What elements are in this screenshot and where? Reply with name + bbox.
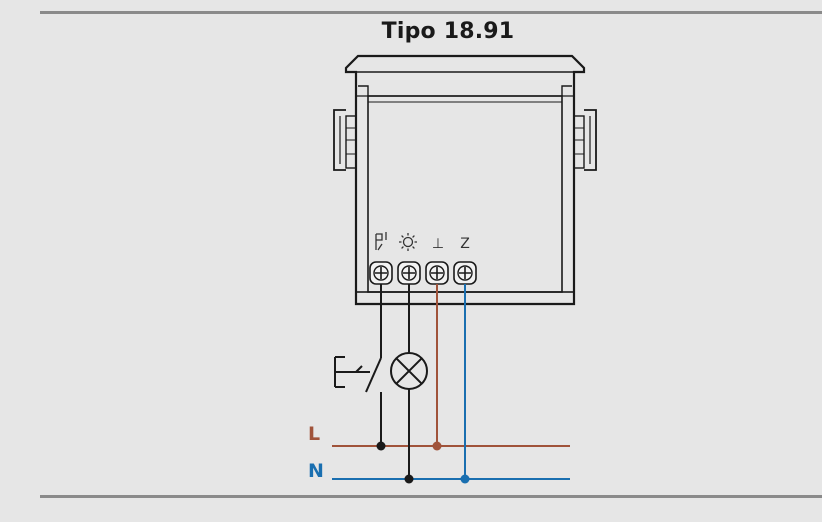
screw-terminal-3 [425, 261, 449, 285]
screw-terminal-2 [397, 261, 421, 285]
junction-dot-neutral [460, 474, 470, 484]
screw-terminals [369, 261, 477, 285]
push-button-symbol-icon [375, 232, 387, 251]
neutral-line-label: N [308, 460, 324, 482]
live-line-label: L [308, 423, 320, 445]
top-rule [40, 11, 822, 14]
screw-terminal-4 [453, 261, 477, 285]
lamp-symbol-icon [390, 352, 428, 390]
junction-dot-switch-live [376, 441, 386, 451]
junction-dot-live [432, 441, 442, 451]
screw-terminal-1 [369, 261, 393, 285]
bottom-rule [40, 495, 822, 498]
terminal-label-neutral: Z [460, 236, 470, 252]
junction-dot-lamp-neutral [404, 474, 414, 484]
light-symbol-icon [399, 233, 417, 251]
terminal-label-live: ⊥ [432, 236, 444, 252]
diagram-title: Tipo 18.91 [381, 19, 515, 44]
switch-symbol-icon [334, 356, 382, 393]
